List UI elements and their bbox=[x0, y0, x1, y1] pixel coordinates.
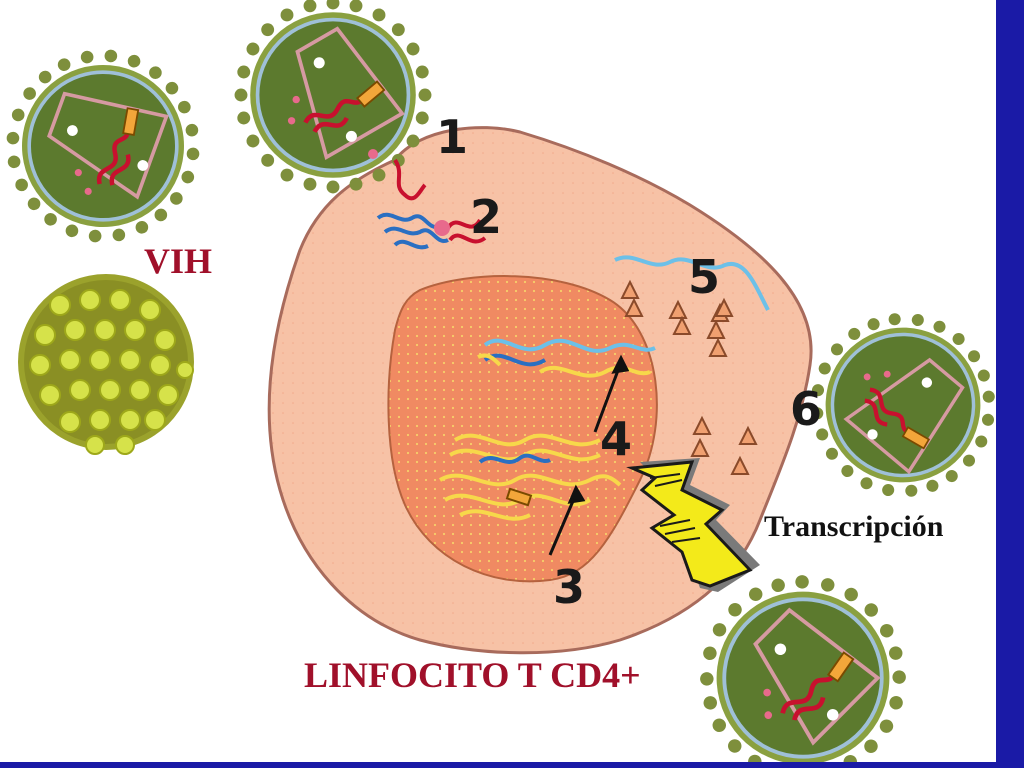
hiv-capsid-icon bbox=[18, 274, 194, 455]
nuclear-dna bbox=[438, 338, 656, 521]
frame-border-right bbox=[996, 0, 1024, 768]
cell-nucleus bbox=[387, 275, 658, 583]
step-6-label: 6 bbox=[790, 382, 823, 436]
viral-proteins bbox=[620, 279, 758, 475]
step-4-label: 4 bbox=[600, 412, 633, 466]
frame-border-bottom bbox=[0, 762, 1024, 768]
virion-entering bbox=[235, 0, 432, 193]
virus-label: VIH bbox=[144, 241, 213, 281]
step-1-label: 1 bbox=[436, 110, 469, 164]
cell-label: LINFOCITO T CD4+ bbox=[304, 655, 641, 695]
viral-rna-entry bbox=[393, 158, 427, 201]
step-3-label: 3 bbox=[553, 560, 586, 614]
viral-mrna bbox=[614, 255, 770, 311]
reverse-transcription bbox=[376, 212, 487, 250]
transcription-label: Transcripción bbox=[764, 510, 944, 543]
step-5-label: 5 bbox=[688, 250, 721, 304]
step-2-label: 2 bbox=[470, 190, 503, 244]
process-arrows bbox=[548, 354, 630, 556]
lightning-arrow-icon bbox=[626, 458, 760, 592]
